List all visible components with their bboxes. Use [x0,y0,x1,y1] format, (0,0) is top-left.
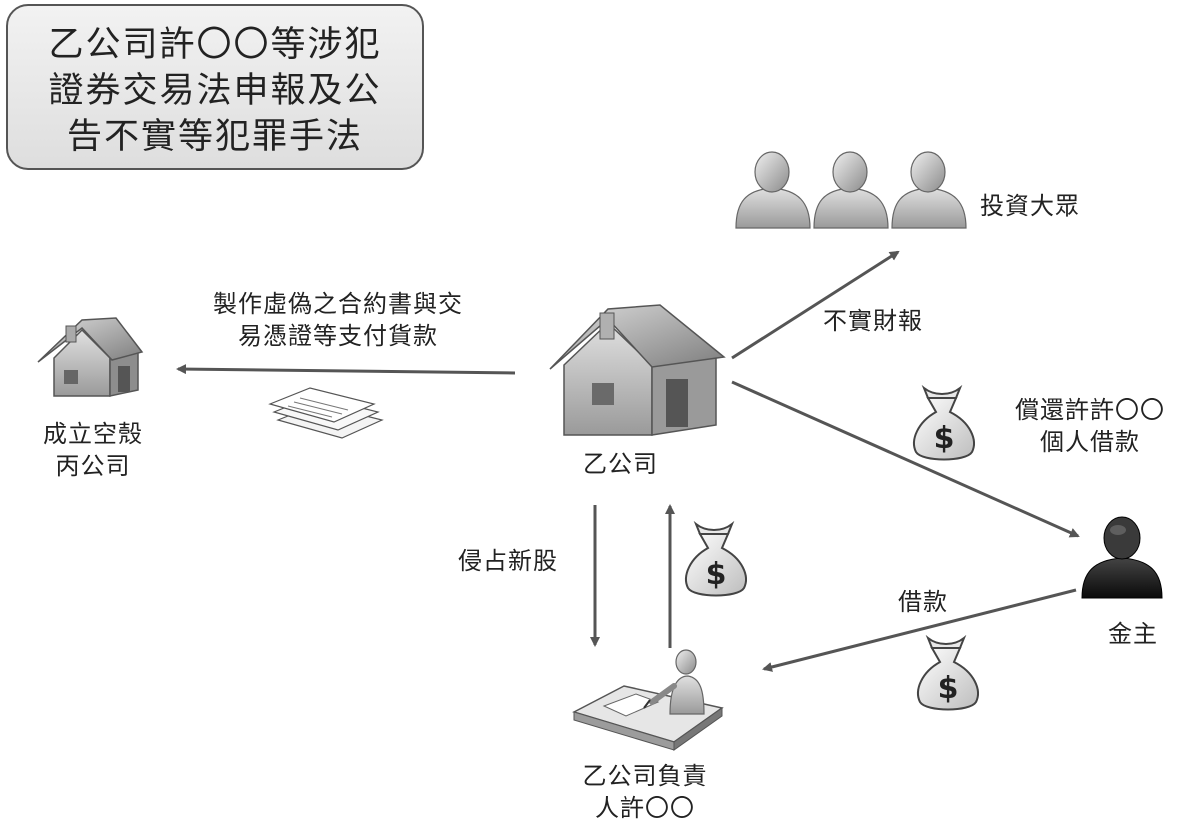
arrow-to-shell-company [176,364,516,375]
dollar-symbol: $ [938,671,959,706]
arrow-to-investors [731,250,900,360]
lender-person-icon [1081,516,1163,599]
fake-contract-label: 製作虛偽之合約書與交 易憑證等支付貨款 [188,288,488,352]
fake-contract-label-line-1: 製作虛偽之合約書與交 [213,290,463,318]
investors-label: 投資大眾 [980,192,1080,220]
false-report-label: 不實財報 [823,307,923,335]
title-line-3: 告不實等犯罪手法 [66,117,363,157]
title-box: 乙公司許〇〇等涉犯 證券交易法申報及公 告不實等犯罪手法 [6,4,424,170]
shell-company-label-line-2: 丙公司 [55,452,131,480]
documents-icon [268,387,384,439]
person-icon [891,151,967,229]
owner-label-line-1: 乙公司負責 [582,762,708,790]
owner-label: 乙公司負責 人許〇〇 [565,760,725,824]
embezzle-label: 侵占新股 [458,547,558,575]
arrow-loan-to-owner [762,588,1077,672]
person-icon [813,151,889,229]
owner-label-line-2: 人許〇〇 [595,794,695,822]
house-icon [37,317,144,397]
title-line-1: 乙公司許〇〇等涉犯 [48,25,382,65]
loan-label: 借款 [898,588,948,616]
person-icon [735,151,811,229]
money-bag-icon: $ [913,384,975,461]
company-b-label: 乙公司 [583,450,658,478]
arrow-to-lender [731,380,1080,538]
lender-label: 金主 [1108,620,1158,648]
dollar-symbol: $ [706,557,727,592]
shell-company-label: 成立空殼 丙公司 [28,418,158,482]
repay-loan-label-line-2: 個人借款 [1040,428,1140,456]
person-at-desk-icon [572,649,724,751]
repay-loan-label-line-1: 償還許許〇〇 [1015,396,1165,424]
title-line-2: 證券交易法申報及公 [48,71,382,111]
fake-contract-label-line-2: 易憑證等支付貨款 [238,322,438,350]
shell-company-label-line-1: 成立空殼 [43,420,143,448]
money-bag-icon: $ [685,520,747,597]
money-bag-icon: $ [917,634,979,711]
repay-loan-label: 償還許許〇〇 個人借款 [990,394,1190,458]
dollar-symbol: $ [934,421,955,456]
house-icon [549,304,726,436]
